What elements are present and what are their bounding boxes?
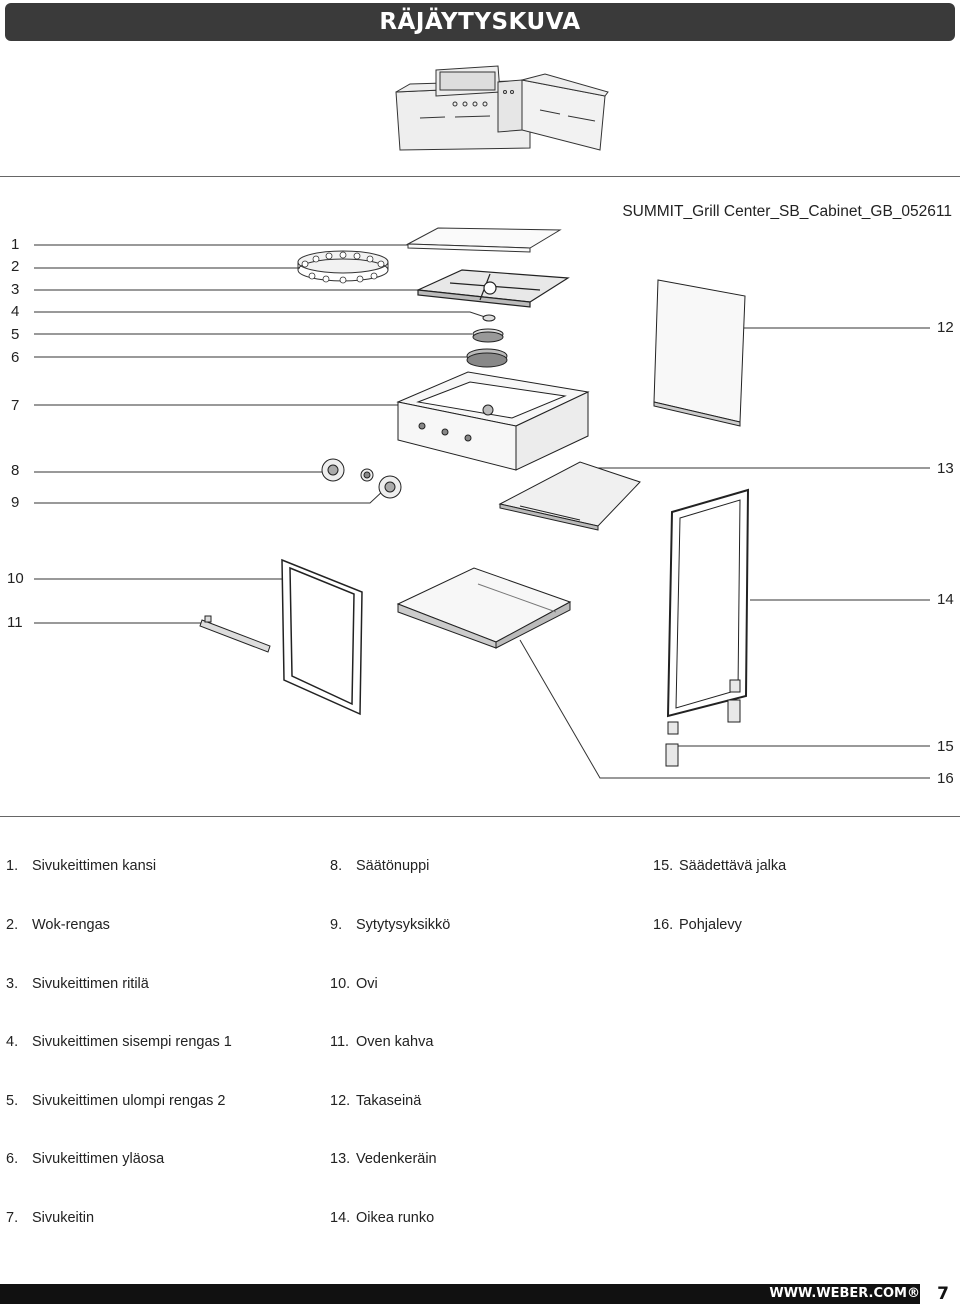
callout-14: 14 [937, 591, 954, 608]
footer-bar [0, 1284, 920, 1304]
callout-11: 11 [7, 614, 23, 631]
callout-13: 13 [937, 460, 954, 477]
legend-item-14: 14.Oikea runko [330, 1210, 435, 1226]
legend-item-9: 9.Sytytysyksikkö [330, 917, 451, 933]
legend-item-16: 16.Pohjalevy [653, 917, 742, 933]
legend-item-5: 5.Sivukeittimen ulompi rengas 2 [6, 1093, 226, 1109]
callout-10: 10 [7, 570, 24, 587]
callout-5: 5 [11, 326, 20, 343]
legend-item-11: 11.Oven kahva [330, 1034, 434, 1050]
legend-item-4: 4.Sivukeittimen sisempi rengas 1 [6, 1034, 232, 1050]
legend-item-7: 7.Sivukeitin [6, 1210, 95, 1226]
legend-item-10: 10.Ovi [330, 976, 378, 992]
callout-8: 8 [11, 462, 20, 479]
callout-3: 3 [11, 281, 20, 298]
diagram-divider [0, 816, 960, 817]
page-number: 7 [937, 1284, 949, 1304]
footer-url: WWW.WEBER.COM® [769, 1286, 920, 1301]
page-title: RÄJÄYTYSKUVA [5, 3, 955, 41]
callout-7: 7 [11, 397, 20, 414]
legend-item-6: 6.Sivukeittimen yläosa [6, 1151, 165, 1167]
legend-item-13: 13.Vedenkeräin [330, 1151, 437, 1167]
legend-item-1: 1.Sivukeittimen kansi [6, 858, 157, 874]
legend-item-15: 15.Säädettävä jalka [653, 858, 787, 874]
legend-item-3: 3.Sivukeittimen ritilä [6, 976, 149, 992]
callout-15: 15 [937, 738, 954, 755]
legend-item-8: 8.Säätönuppi [330, 858, 430, 874]
callout-12: 12 [937, 319, 954, 336]
diagram-id: SUMMIT_Grill Center_SB_Cabinet_GB_052611 [622, 203, 952, 220]
legend-item-2: 2.Wok-rengas [6, 917, 110, 933]
callout-9: 9 [11, 494, 20, 511]
callout-6: 6 [11, 349, 20, 366]
callout-2: 2 [11, 258, 20, 275]
header-divider [0, 176, 960, 177]
legend-item-12: 12.Takaseinä [330, 1093, 422, 1109]
callout-16: 16 [937, 770, 954, 787]
callout-1: 1 [11, 236, 20, 253]
callout-4: 4 [11, 303, 20, 320]
